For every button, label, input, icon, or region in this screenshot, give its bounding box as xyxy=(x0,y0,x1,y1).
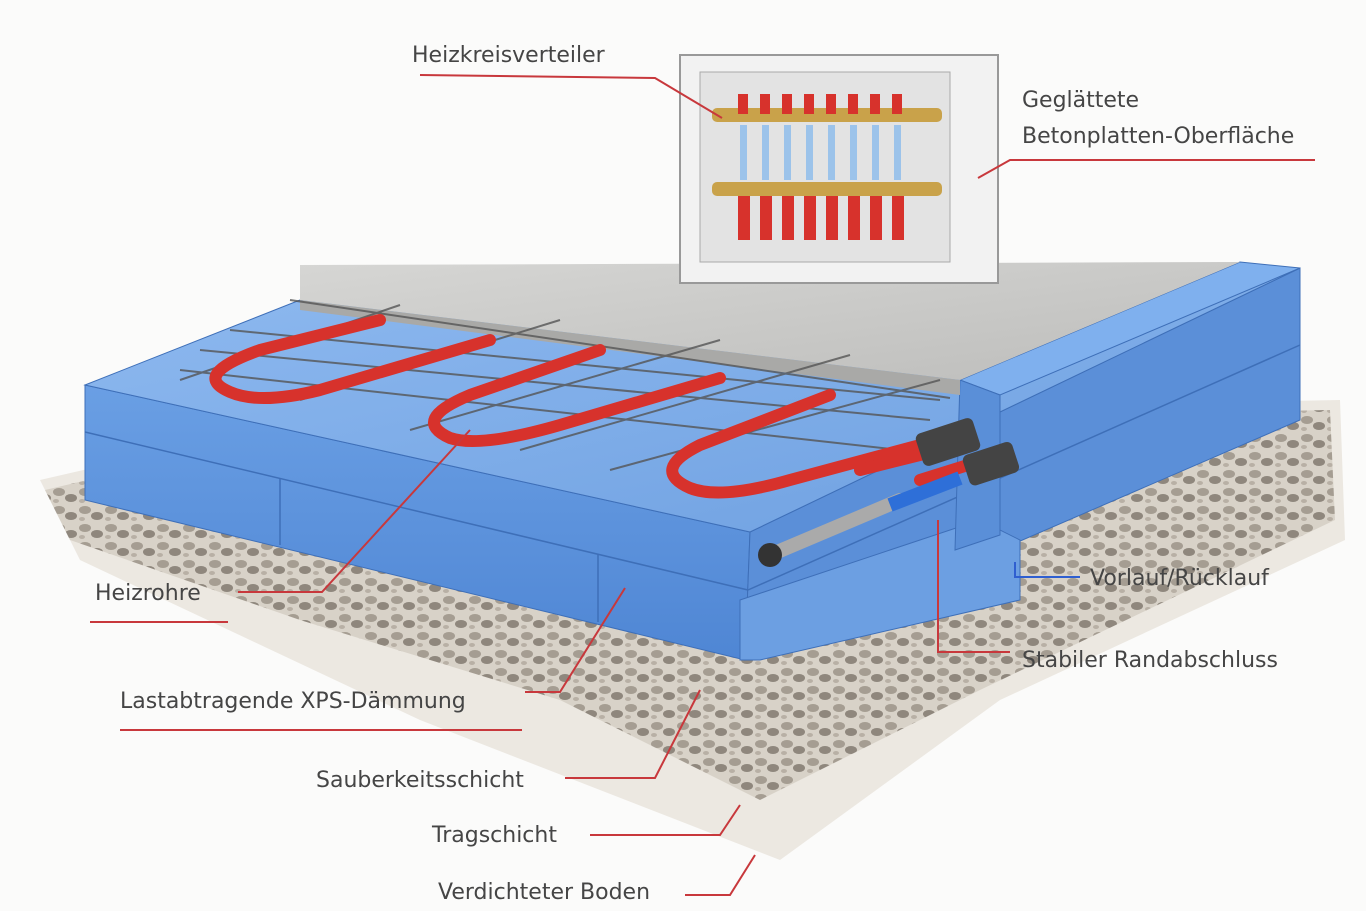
heating-pipes xyxy=(209,314,1006,499)
label-manifold: Heizkreisverteiler xyxy=(412,43,606,68)
xps-layer-joint xyxy=(84,431,749,591)
reinforcement-mesh xyxy=(179,299,951,471)
label-surface-line1: Geglättete xyxy=(1022,88,1139,113)
leader-base xyxy=(590,804,741,836)
xps-layer-joint xyxy=(747,344,1301,591)
manifold-cabinet xyxy=(679,54,999,284)
label-insulation: Lastabtragende XPS-Dämmung xyxy=(120,689,466,714)
label-pipes: Heizrohre xyxy=(95,581,201,606)
label-base-layer: Tragschicht xyxy=(431,823,557,848)
label-blinding-layer: Sauberkeitsschicht xyxy=(316,768,524,793)
leader-insulation xyxy=(120,587,626,731)
flow-return-connectors xyxy=(758,418,1020,567)
label-surface-line2: Betonplatten-Oberfläche xyxy=(1022,124,1294,149)
leader-pipes xyxy=(90,429,471,623)
leader-edge xyxy=(937,520,1010,653)
leader-manifold xyxy=(419,74,723,119)
concrete-slab-top xyxy=(300,262,1240,380)
label-edge: Stabiler Randabschluss xyxy=(1022,648,1278,673)
label-compacted-soil: Verdichteter Boden xyxy=(438,880,650,905)
leader-blinding xyxy=(565,689,701,779)
leader-flow-return xyxy=(1014,562,1080,578)
label-flow-return: Vorlauf/Rücklauf xyxy=(1090,566,1270,591)
leader-soil xyxy=(685,854,756,896)
leader-surface xyxy=(977,159,1315,179)
